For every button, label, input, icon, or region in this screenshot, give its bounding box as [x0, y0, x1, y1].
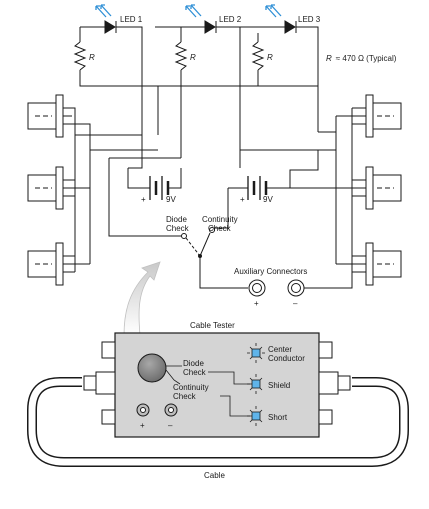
resistor-2-icon [174, 41, 188, 71]
resistor-2-label: R [190, 53, 196, 62]
aux-connector-minus [287, 279, 305, 297]
short-label: Short [268, 413, 288, 422]
resistor-1-icon [73, 41, 87, 71]
resistor-3-icon [251, 41, 265, 71]
led-2-branch [155, 20, 241, 158]
tester-right-bnc-icon [318, 371, 339, 395]
aux-minus-label: – [293, 299, 298, 308]
tester-diode-label-2: Check [183, 368, 207, 377]
cable-loop [27, 377, 409, 467]
left-connector-bottom [27, 242, 90, 286]
led-1-glow-icon [95, 4, 112, 18]
center-conductor-label-2: Conductor [268, 354, 305, 363]
switch-continuity-contact [209, 227, 215, 233]
tester-diode-label-1: Diode [183, 359, 204, 368]
led-3-label: LED 3 [298, 15, 321, 24]
battery-left-voltage: 9V [166, 195, 176, 204]
switch-continuity-label-1: Continuity [202, 215, 238, 224]
left-connector-top [27, 94, 142, 150]
cable-label: Cable [204, 471, 225, 480]
tester-continuity-label-1: Continuity [173, 383, 209, 392]
tester-box [83, 332, 351, 438]
mode-selector-knob[interactable] [137, 353, 167, 383]
aux-connectors-title: Auxiliary Connectors [234, 267, 307, 276]
tester-left-bnc-icon [95, 371, 116, 395]
switch-diode-label-1: Diode [166, 215, 187, 224]
led-2-diode-icon [204, 20, 216, 34]
led-3-branch [80, 20, 319, 132]
battery-left [127, 135, 182, 200]
right-connector-top [336, 94, 402, 138]
zoom-arrow-icon [123, 261, 161, 336]
aux-connector-plus [248, 279, 266, 297]
tester-plus-label: + [140, 421, 145, 430]
right-mid-link [239, 149, 336, 168]
diode-check-wire [108, 157, 184, 237]
right-shield-bus [304, 108, 353, 289]
battery-right-plus: + [240, 195, 245, 204]
led-glow-marks [95, 4, 282, 18]
center-conductor-indicator [247, 343, 265, 363]
aux-plus-label: + [254, 299, 259, 308]
short-indicator [247, 406, 263, 426]
switch-continuity-label-2: Check [208, 224, 232, 233]
resistor-3-label: R [267, 53, 273, 62]
mode-switch [181, 227, 248, 289]
switch-diode-label-2: Check [166, 224, 190, 233]
led-1-diode-icon [104, 20, 116, 34]
battery-right [212, 150, 350, 229]
shield-indicator [247, 374, 263, 394]
center-conductor-label-1: Center [268, 345, 292, 354]
led-2-glow-icon [185, 4, 202, 18]
resistance-symbol: R [326, 54, 332, 63]
indicator-lights [247, 343, 265, 426]
right-connector-middle [336, 166, 402, 210]
led-2-label: LED 2 [219, 15, 242, 24]
led-3-diode-icon [284, 20, 296, 34]
led-3-glow-icon [265, 4, 282, 18]
cable-tester-title: Cable Tester [190, 321, 235, 330]
shield-label: Shield [268, 381, 290, 390]
left-connector-middle [27, 166, 90, 210]
resistance-note: R ≈ 470 Ω (Typical) [326, 54, 397, 63]
resistance-value: ≈ 470 Ω (Typical) [336, 54, 397, 63]
right-connector-bottom [336, 242, 402, 286]
tester-minus-label: – [168, 421, 173, 430]
tester-continuity-label-2: Check [173, 392, 197, 401]
switch-diode-contact [181, 233, 187, 239]
led-1-label: LED 1 [120, 15, 143, 24]
battery-right-voltage: 9V [263, 195, 273, 204]
resistor-1-label: R [89, 53, 95, 62]
battery-left-plus: + [141, 195, 146, 204]
led-1-branch [73, 20, 159, 135]
